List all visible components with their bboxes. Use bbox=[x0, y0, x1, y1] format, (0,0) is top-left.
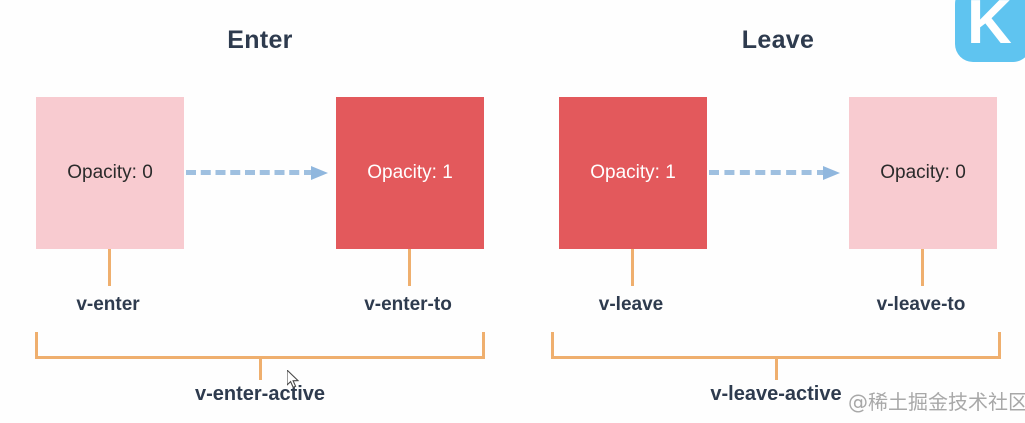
transition-arrow-enter bbox=[186, 166, 336, 180]
arrow-dashed-line bbox=[186, 170, 314, 175]
box-v-leave-to: Opacity: 0 bbox=[849, 97, 997, 249]
connector-stem-v-enter-to bbox=[408, 249, 411, 286]
connector-stem-v-leave bbox=[631, 249, 634, 286]
class-label-v-enter-active: v-enter-active bbox=[194, 383, 326, 405]
arrow-dashed-line bbox=[709, 170, 827, 175]
arrow-head-icon bbox=[823, 166, 840, 180]
connector-stem-v-enter bbox=[108, 249, 111, 286]
class-label-v-enter-to: v-enter-to bbox=[364, 294, 452, 315]
box-v-enter: Opacity: 0 bbox=[36, 97, 184, 249]
section-title-leave: Leave bbox=[741, 26, 815, 54]
mouse-pointer-icon bbox=[286, 368, 301, 390]
class-label-v-leave-to: v-leave-to bbox=[876, 294, 966, 315]
class-label-v-leave: v-leave bbox=[598, 294, 664, 315]
class-label-v-enter: v-enter bbox=[76, 294, 140, 315]
connector-stem-v-leave-to bbox=[921, 249, 924, 286]
arrow-head-icon bbox=[311, 166, 328, 180]
bracket-v-enter-active bbox=[35, 332, 485, 359]
box-v-leave: Opacity: 1 bbox=[559, 97, 707, 249]
transition-arrow-leave bbox=[709, 166, 849, 180]
juejin-logo: K bbox=[955, 0, 1025, 62]
bracket-v-leave-active bbox=[551, 332, 1001, 359]
connector-stem-v-leave-active bbox=[775, 358, 778, 380]
watermark-text: @稀土掘金技术社区 bbox=[848, 390, 1025, 414]
logo-glyph: K bbox=[967, 0, 1012, 57]
connector-stem-v-enter-active bbox=[259, 358, 262, 380]
box-v-enter-to: Opacity: 1 bbox=[336, 97, 484, 249]
section-title-enter: Enter bbox=[227, 26, 293, 54]
class-label-v-leave-active: v-leave-active bbox=[710, 383, 842, 405]
